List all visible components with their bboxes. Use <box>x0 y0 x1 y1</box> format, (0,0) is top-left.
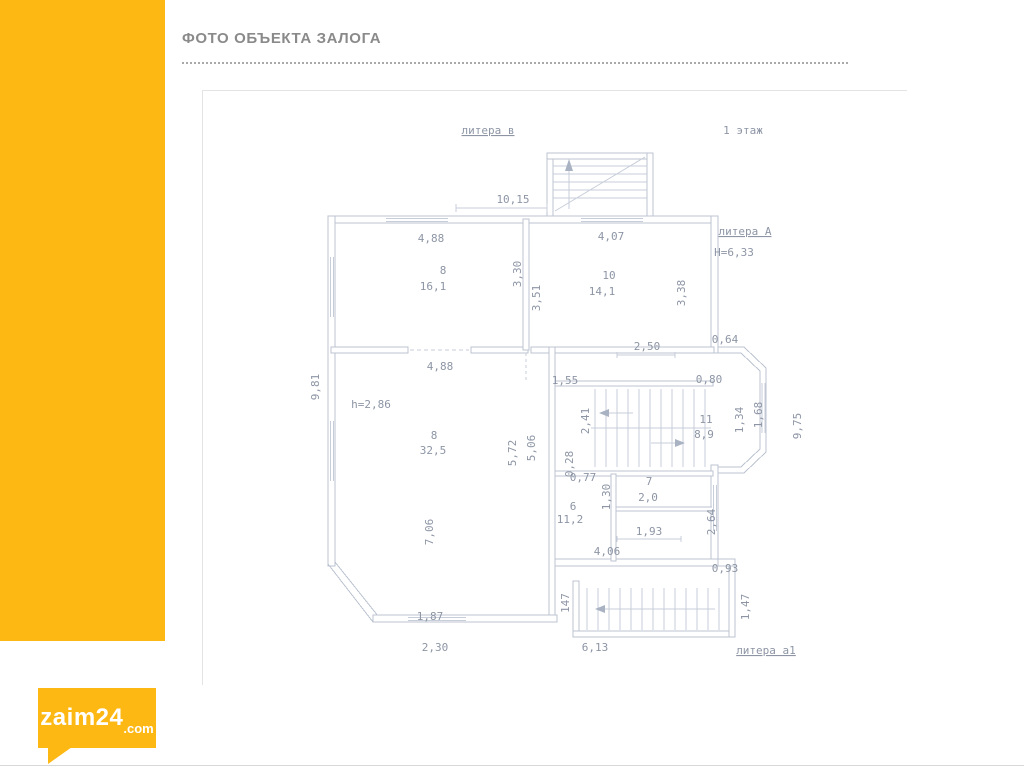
floor-plan-details <box>329 156 766 630</box>
plan-dimension-label: 1,34 <box>733 406 746 433</box>
plan-dimension-label: 8,9 <box>694 428 714 441</box>
plan-dimension-label: 6,13 <box>582 641 609 654</box>
plan-dimension-label: 14,1 <box>589 285 616 298</box>
plan-dimension-label: 4,07 <box>598 230 625 243</box>
plan-dimension-label: 3,30 <box>511 261 524 288</box>
plan-dimension-label: 3,38 <box>675 280 688 307</box>
logo-name: zaim24 <box>40 704 124 731</box>
plan-dimension-label: 1,47 <box>739 594 752 621</box>
logo-suffix: .com <box>123 721 154 736</box>
plan-dimension-label: 0,28 <box>563 451 576 478</box>
zaim24-logo: zaim24.com <box>38 688 156 764</box>
plan-dimension-label: 4,88 <box>418 232 445 245</box>
plan-area-label: литера в <box>462 124 515 137</box>
plan-dimension-label: 2,0 <box>638 491 658 504</box>
plan-dimension-label: 0,77 <box>570 471 597 484</box>
page-title: ФОТО ОБЪЕКТА ЗАЛОГА <box>182 30 382 47</box>
plan-dimension-label: 1,68 <box>752 402 765 429</box>
plan-dimension-label: 1,87 <box>417 610 444 623</box>
plan-dimension-label: 1,55 <box>552 374 579 387</box>
plan-dimension-label: 0,64 <box>712 333 739 346</box>
plan-area-label: литера а1 <box>736 644 796 657</box>
plan-dimension-label: 1 этаж <box>723 124 763 137</box>
plan-dimension-label: 32,5 <box>420 444 447 457</box>
plan-dimension-label: 2,50 <box>634 340 661 353</box>
plan-area-label: литера А <box>719 225 772 238</box>
floor-plan-labels: литера в 1 этаж 10,15 4,88 4,07 литера А Н=6,3… <box>309 124 804 657</box>
plan-dimension-label: 1,30 <box>600 484 613 511</box>
plan-dimension-label: 16,1 <box>420 280 447 293</box>
plan-dimension-label: 5,72 <box>506 440 519 467</box>
plan-dimension-label: 4,06 <box>594 545 621 558</box>
plan-dimension-label: Н=6,33 <box>714 246 754 259</box>
plan-dimension-label: 2,30 <box>422 641 449 654</box>
plan-dimension-label: 8 <box>431 429 438 442</box>
plan-dimension-label: 4,88 <box>427 360 454 373</box>
plan-dimension-label: 10 <box>602 269 615 282</box>
plan-dimension-label: 3,51 <box>530 285 543 312</box>
plan-dimension-label: 2,64 <box>705 508 718 535</box>
plan-dimension-label: 10,15 <box>496 193 529 206</box>
plan-dimension-label: 11,2 <box>557 513 584 526</box>
plan-dimension-label: 0,93 <box>712 562 739 575</box>
plan-dimension-label: 9,81 <box>309 374 322 401</box>
plan-dimension-label: 7,06 <box>423 519 436 546</box>
plan-dimension-label: 0,80 <box>696 373 723 386</box>
plan-dimension-label: h=2,86 <box>351 398 391 411</box>
plan-dimension-label: 147 <box>559 593 572 613</box>
floor-plan-image: литера в 1 этаж 10,15 4,88 4,07 литера А Н=6,3… <box>202 90 907 685</box>
plan-dimension-label: 7 <box>646 475 653 488</box>
floor-plan-walls <box>327 152 767 638</box>
plan-dimension-label: 5,06 <box>525 435 538 462</box>
plan-dimension-label: 1,93 <box>636 525 663 538</box>
dotted-separator <box>182 62 848 64</box>
plan-dimension-label: 9,75 <box>791 413 804 440</box>
plan-dimension-label: 6 <box>570 500 577 513</box>
plan-dimension-label: 2,41 <box>579 408 592 435</box>
plan-dimension-label: 11 <box>699 413 712 426</box>
left-accent-bar <box>0 0 165 641</box>
bottom-divider <box>0 765 1024 766</box>
plan-dimension-label: 8 <box>440 264 447 277</box>
